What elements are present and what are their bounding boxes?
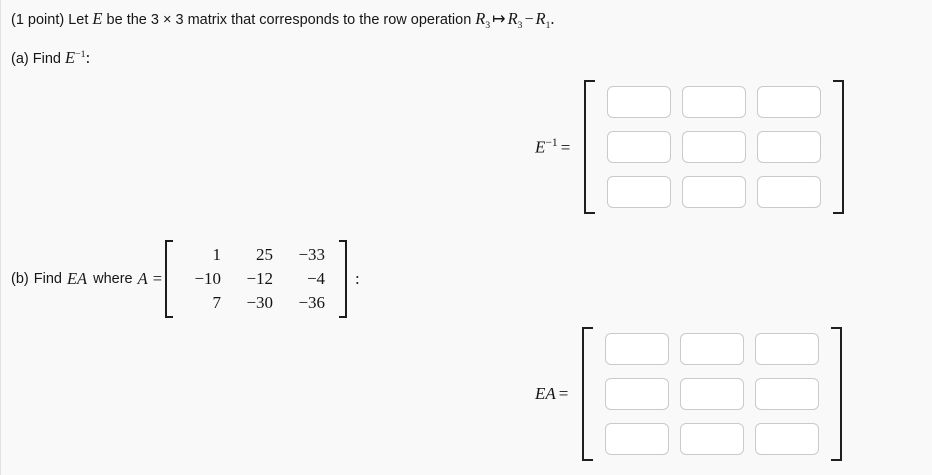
answer-label-exponent: −1 (545, 136, 558, 150)
question-stem: (1 point) Let E be the 3 × 3 matrix that… (11, 9, 554, 36)
part-b-marker: (b) (11, 271, 29, 287)
answer-label-ea: EA= (535, 384, 568, 404)
part-b-product-EA: EA (66, 269, 88, 288)
row-operation-R3-target: R (507, 9, 518, 28)
answer-label-e-inverse: E−1= (535, 136, 570, 158)
answer-block-e-inverse: E−1= (535, 80, 845, 214)
einv-cell-r1c2[interactable] (682, 86, 747, 118)
matrix-A-literal: 1 25 −33 −10 −12 −4 7 −30 −36 (165, 240, 348, 318)
matrix-A-r2c3: −4 (306, 269, 326, 288)
part-a-colon: : (85, 47, 91, 67)
ea-cell-r2c3[interactable] (755, 378, 820, 410)
matrix-A-r3c2: −30 (246, 293, 274, 312)
matrix-A-r2c2: −12 (246, 269, 274, 288)
minus-sign-icon: − (524, 11, 534, 28)
ea-cell-r2c1[interactable] (605, 378, 670, 410)
matrix-A-r1c1: 1 (212, 245, 222, 264)
row-operation-subscript-3b: 3 (517, 19, 523, 31)
right-bracket-icon (830, 327, 843, 461)
part-b-trailing-colon: : (355, 269, 360, 288)
einv-cell-r3c1[interactable] (607, 176, 672, 208)
einv-cell-r1c1[interactable] (607, 86, 672, 118)
ea-cell-r3c1[interactable] (605, 423, 670, 455)
einv-cell-r2c2[interactable] (682, 131, 747, 163)
row-operation-R3-source: R (475, 9, 486, 28)
part-a-symbol-E: E (65, 47, 76, 67)
einv-cell-r1c3[interactable] (757, 86, 822, 118)
matrix-A-r3c1: 7 (212, 293, 222, 312)
answer-label-ea-equals: = (558, 384, 569, 403)
part-a-marker: (a) (11, 50, 29, 67)
matrix-A-right-bracket-icon (338, 240, 348, 318)
einv-cell-r2c1[interactable] (607, 131, 672, 163)
matrix-symbol-E: E (92, 9, 103, 28)
input-matrix-ea (582, 327, 843, 461)
ea-cell-r1c2[interactable] (680, 333, 745, 365)
answer-label-symbol-EA: EA (535, 384, 556, 403)
matrix-A-grid: 1 25 −33 −10 −12 −4 7 −30 −36 (174, 240, 338, 318)
einv-cell-r2c3[interactable] (757, 131, 822, 163)
part-b-matrix-name-A: A (137, 269, 148, 288)
input-grid-ea (594, 327, 830, 461)
matrix-A-r2c1: −10 (194, 269, 222, 288)
row-operation-R1: R (535, 9, 546, 28)
matrix-A-r1c2: 25 (256, 245, 274, 264)
part-a-instruction: Find (32, 50, 61, 67)
ea-cell-r3c3[interactable] (755, 423, 820, 455)
row-operation-subscript-1: 1 (545, 19, 551, 31)
answer-label-equals: = (560, 137, 571, 157)
answer-block-ea: EA= (535, 327, 843, 461)
stem-period: . (550, 9, 555, 28)
part-b-prompt: (b) Find EA where A = 1 25 −33 −10 −12 −… (11, 240, 360, 318)
ea-cell-r3c2[interactable] (680, 423, 745, 455)
part-b-where: where (93, 271, 133, 287)
stem-text-after-E: be the 3 × 3 matrix that corresponds to … (102, 12, 476, 28)
row-operation-subscript-3a: 3 (485, 19, 491, 31)
answer-label-symbol-E: E (535, 137, 546, 157)
stem-text-before-E: Let (68, 12, 93, 28)
part-a-prompt: (a) Find E−1: (11, 45, 90, 69)
mapsto-icon: ↦ (492, 11, 506, 28)
matrix-A-r3c3: −36 (298, 293, 326, 312)
einv-cell-r3c2[interactable] (682, 176, 747, 208)
points-label: (1 point) (11, 12, 65, 28)
input-grid-e-inverse (596, 80, 832, 214)
ea-cell-r1c1[interactable] (605, 333, 670, 365)
ea-cell-r2c2[interactable] (680, 378, 745, 410)
part-a-exponent: −1 (75, 49, 86, 60)
ea-cell-r1c3[interactable] (755, 333, 820, 365)
matrix-A-r1c3: −33 (298, 245, 326, 264)
part-b-equals: = (152, 269, 163, 288)
einv-cell-r3c3[interactable] (757, 176, 822, 208)
matrix-A-left-bracket-icon (165, 240, 174, 318)
input-matrix-e-inverse (584, 80, 845, 214)
left-bracket-icon (584, 80, 596, 214)
part-b-instruction: Find (33, 271, 62, 287)
right-bracket-icon (832, 80, 845, 214)
left-bracket-icon (582, 327, 594, 461)
